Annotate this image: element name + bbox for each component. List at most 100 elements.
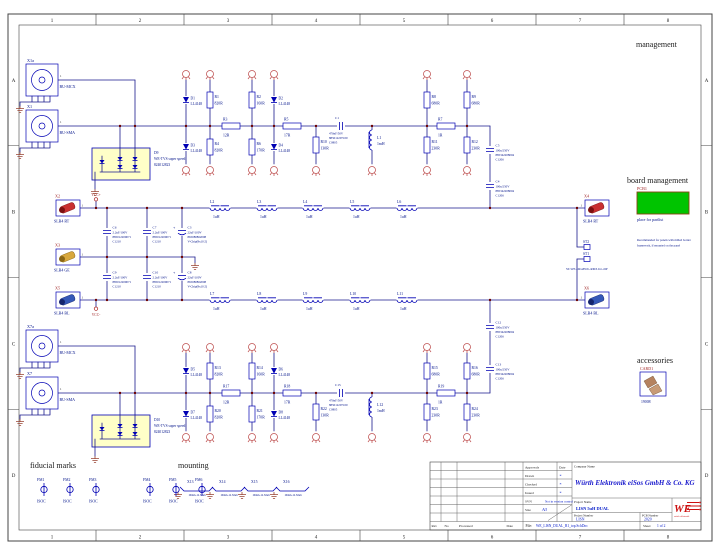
earth-ring-symbol[interactable] (311, 166, 321, 177)
ground-symbol[interactable] (91, 456, 99, 463)
earth-ring-symbol[interactable] (205, 433, 215, 444)
terminal-ST2[interactable]: ST2 (583, 240, 591, 250)
earth-ring-symbol[interactable] (181, 433, 191, 444)
earth-ring-symbol[interactable] (269, 433, 279, 444)
power-port[interactable] (93, 197, 99, 202)
earth-ring-symbol[interactable] (269, 166, 279, 177)
earth-ring-symbol[interactable] (422, 70, 432, 81)
earth-ring-symbol[interactable] (462, 343, 472, 354)
ground-symbol[interactable] (91, 189, 99, 196)
earth-ring-symbol[interactable] (181, 343, 191, 354)
earth-ring-symbol[interactable] (269, 70, 279, 81)
ground-symbol[interactable] (174, 492, 182, 499)
power-port[interactable] (93, 306, 99, 311)
earth-ring-symbol[interactable] (247, 343, 257, 354)
earth-ring-symbol[interactable] (205, 343, 215, 354)
earth-ring-symbol[interactable] (181, 166, 191, 177)
accessory-card-icon[interactable] (639, 371, 667, 397)
ground-symbol[interactable] (191, 263, 199, 270)
ground-symbol[interactable] (16, 106, 24, 113)
earth-ring-symbol[interactable] (311, 433, 321, 444)
earth-ring-symbol[interactable] (367, 166, 377, 177)
terminal-ST1[interactable]: ST1 (583, 252, 591, 262)
earth-ring-symbol[interactable] (462, 433, 472, 444)
ground-symbol[interactable] (16, 372, 24, 379)
ground-symbol[interactable] (16, 152, 24, 159)
earth-ring-symbol[interactable] (422, 343, 432, 354)
earth-ring-symbol[interactable] (205, 70, 215, 81)
ground-symbol[interactable] (270, 492, 278, 499)
partlist-placeholder-box[interactable] (636, 191, 690, 215)
ground-symbol[interactable] (206, 492, 214, 499)
earth-ring-symbol[interactable] (422, 166, 432, 177)
earth-ring-symbol[interactable] (422, 433, 432, 444)
ground-symbol[interactable] (16, 419, 24, 426)
earth-ring-symbol[interactable] (462, 166, 472, 177)
earth-ring-symbol[interactable] (269, 343, 279, 354)
earth-ring-symbol[interactable] (181, 70, 191, 81)
